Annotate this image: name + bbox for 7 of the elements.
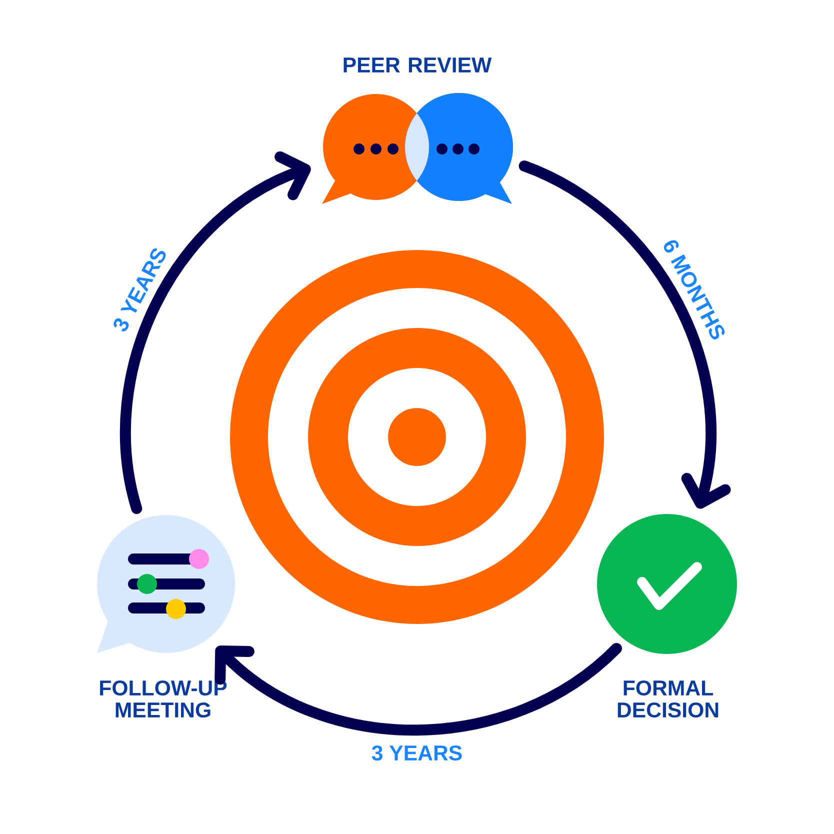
node-title: PEER REVIEW — [344, 58, 492, 72]
node-title: FOLLOW-UP MEETING — [100, 680, 227, 718]
edge-label: 3 YEARS — [372, 745, 462, 761]
node-title: FORMAL DECISION — [618, 680, 718, 718]
arrow — [120, 151, 311, 514]
arrow — [518, 160, 731, 509]
arrow — [214, 642, 622, 736]
